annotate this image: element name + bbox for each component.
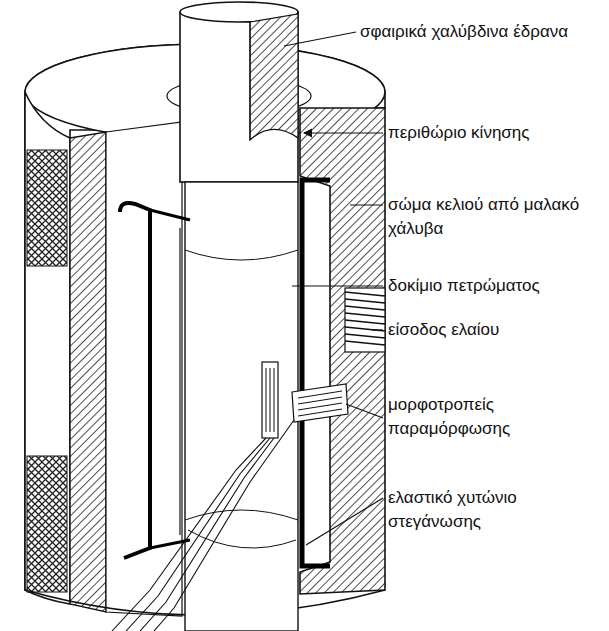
callout-label: σώμα κελιού από μαλακό χάλυβα (388, 193, 602, 241)
gauge-wires (112, 420, 294, 631)
leader-lines (284, 32, 383, 545)
rock-specimen (185, 182, 298, 631)
callout-label: δοκίμιο πετρώματος (388, 274, 602, 298)
callout-label: σφαιρικά χαλύβδινα έδρανα (360, 20, 604, 44)
callout-label: είσοδος ελαίου (388, 318, 602, 342)
callout-label: περιθώριο κίνησης (388, 121, 602, 145)
spherical-seat (180, 2, 298, 182)
callout-label: μορφοτροπείς παραμόρφωσης (388, 393, 538, 441)
strain-gauges (262, 362, 348, 438)
callout-label: ελαστικό χυτώνιο στεγάνωσης (388, 486, 558, 534)
